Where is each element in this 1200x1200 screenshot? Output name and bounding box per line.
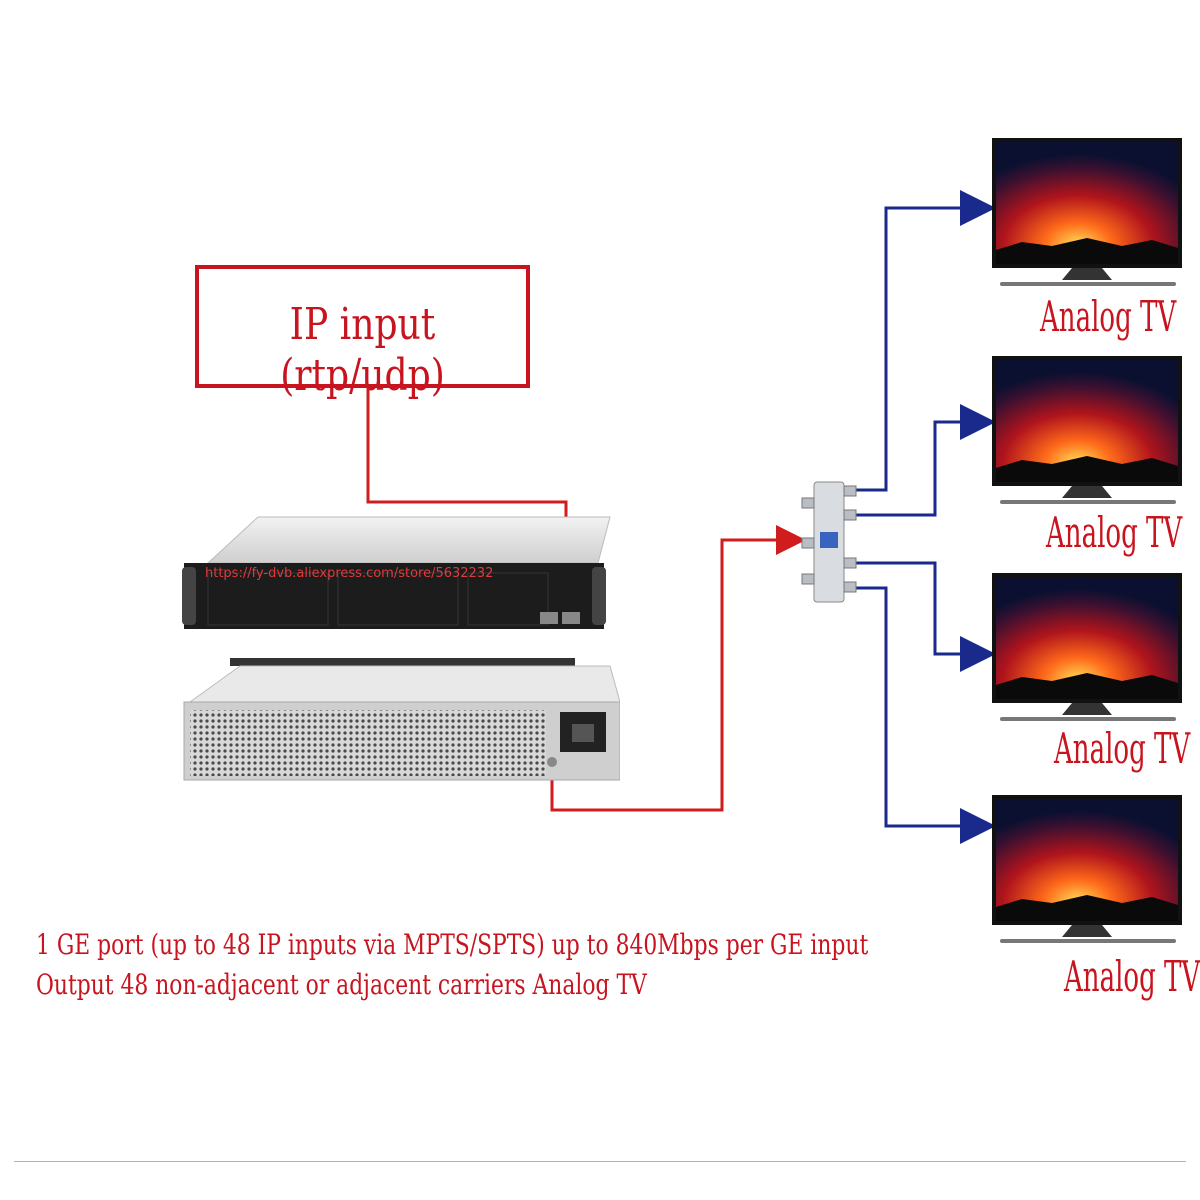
tv-3-icon: [992, 573, 1182, 721]
ip-input-box: IP input (rtp/udp): [195, 265, 530, 401]
ip-input-label: IP input (rtp/udp): [280, 299, 445, 401]
tv-2-icon: [992, 356, 1182, 504]
rack-unit-front-icon: [182, 516, 611, 629]
splitter-to-tv2-wire: [855, 404, 996, 517]
tv-3-label: Analog TV: [1054, 724, 1191, 773]
splitter-to-tv1-wire: [855, 190, 996, 492]
rack-unit-rear-icon: [183, 658, 620, 781]
tv-4-label: Analog TV: [1064, 952, 1200, 1001]
footer-divider: [14, 1161, 1186, 1162]
tv-2-label: Analog TV: [1046, 508, 1183, 557]
splitter-to-tv3-wire: [855, 561, 996, 672]
splitter-to-tv4-wire: [855, 586, 996, 844]
rf-to-splitter-wire: [550, 525, 806, 812]
tv-4-icon: [992, 795, 1182, 943]
description-line-1: 1 GE port (up to 48 IP inputs via MPTS/S…: [36, 928, 869, 961]
watermark-text: https://fy-dvb.aliexpress.com/store/5632…: [205, 566, 494, 581]
tv-1-icon: [992, 138, 1182, 286]
rf-splitter-icon: [801, 481, 857, 603]
tv-1-label: Analog TV: [1040, 292, 1177, 341]
description-line-2: Output 48 non-adjacent or adjacent carri…: [36, 968, 647, 1001]
